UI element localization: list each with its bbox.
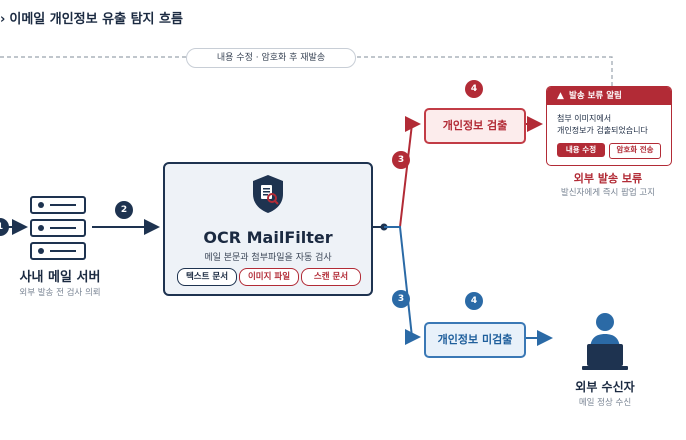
step-badge-3-detected: 3 [392, 151, 410, 169]
chip-text-document: 텍스트 문서 [177, 268, 237, 286]
hold-label: 외부 발송 보류 [573, 172, 643, 185]
warning-icon: ▲ [557, 91, 564, 101]
title-text: 이메일 개인정보 유출 탐지 흐름 [9, 12, 183, 27]
encrypt-send-button[interactable]: 암호화 전송 [609, 143, 661, 159]
step-badge-1: 1 [0, 218, 9, 236]
step-badge-4-not-detected: 4 [465, 292, 483, 310]
mail-server-sublabel: 외부 발송 전 검사 의뢰 [19, 288, 101, 298]
ocr-mailfilter-box: OCR MailFilter 메일 본문과 첨부파일을 자동 검사 텍스트 문서… [163, 162, 373, 296]
ocr-product-name: OCR MailFilter [203, 228, 333, 247]
alert-message-line-2: 개인정보가 검출되었습니다 [557, 126, 648, 135]
step-badge-3-not-detected: 3 [392, 290, 410, 308]
chip-scan-document: 스캔 문서 [301, 268, 361, 286]
shield-scan-icon [253, 175, 283, 213]
pii-detected-box: 개인정보 검출 [424, 108, 526, 144]
diagram-title: ›이메일 개인정보 유출 탐지 흐름 [0, 8, 183, 27]
pii-not-detected-box: 개인정보 미검출 [424, 322, 526, 358]
step-badge-2: 2 [115, 201, 133, 219]
hold-alert-popup: ▲ 발송 보류 알림 첨부 이미지에서 개인정보가 검출되었습니다 내용 수정 암… [546, 86, 672, 166]
alert-header: ▲ 발송 보류 알림 [547, 87, 671, 105]
arrow-detected [384, 116, 421, 228]
ocr-description: 메일 본문과 첨부파일을 자동 검사 [204, 253, 332, 263]
resend-loop-label: 내용 수정 · 암호화 후 재발송 [186, 48, 356, 68]
receiver-label: 외부 수신자 [575, 380, 635, 394]
mail-server-label: 사내 메일 서버 [19, 270, 101, 285]
title-arrow-icon: › [0, 12, 6, 27]
alert-header-text: 발송 보류 알림 [569, 91, 622, 101]
receiver-person-icon [582, 313, 628, 370]
chip-image-file: 이미지 파일 [239, 268, 299, 286]
alert-message-line-1: 첨부 이미지에서 [557, 114, 612, 123]
step-badge-4-detected: 4 [465, 80, 483, 98]
hold-sublabel: 발신자에게 즉시 팝업 고지 [560, 188, 656, 198]
arrow-not-detected [384, 226, 421, 345]
mail-server-icon [30, 196, 88, 265]
edit-content-button[interactable]: 내용 수정 [557, 143, 605, 157]
receiver-sublabel: 메일 정상 수신 [578, 398, 632, 408]
